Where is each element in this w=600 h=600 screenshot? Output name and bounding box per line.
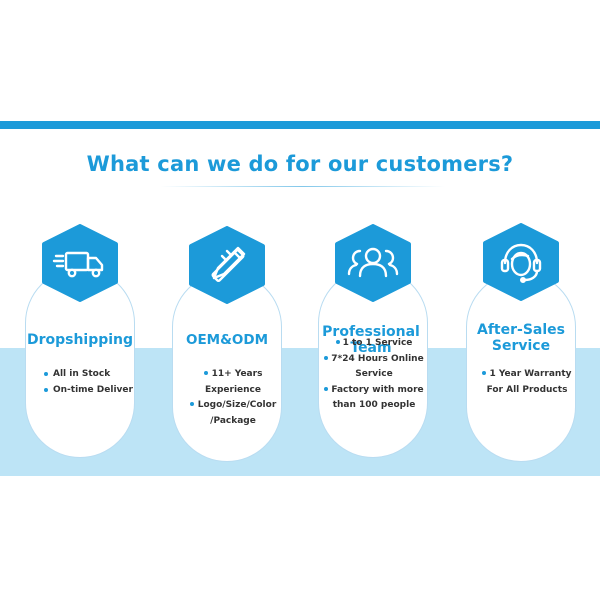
card-title-professional-team: Professional Team bbox=[322, 324, 420, 356]
top-accent-stripe bbox=[0, 121, 600, 129]
list-item: All in Stock bbox=[44, 367, 134, 383]
card-list-after-sales: 1 Year Warranty For All Products bbox=[477, 367, 577, 398]
bullet-icon bbox=[335, 340, 340, 344]
bullet-icon bbox=[482, 371, 487, 375]
card-list-oem-odm: 11+ Years Experience Logo/Size/Color /Pa… bbox=[188, 367, 278, 429]
truck-icon bbox=[40, 224, 120, 302]
list-item: 1 Year Warranty For All Products bbox=[477, 367, 577, 398]
card-list-professional-team: 1 to 1 Service 7*24 Hours Online Service… bbox=[320, 336, 428, 414]
bullet-icon bbox=[44, 387, 48, 392]
bullet-icon bbox=[324, 355, 329, 360]
pencil-ruler-icon bbox=[187, 226, 267, 304]
page-title: What can we do for our customers? bbox=[86, 152, 514, 176]
headset-agent-icon bbox=[481, 223, 561, 301]
team-icon bbox=[333, 224, 413, 302]
list-item: Logo/Size/Color /Package bbox=[188, 398, 278, 429]
list-item: 11+ Years Experience bbox=[203, 369, 263, 395]
list-item: Factory with more than 100 people bbox=[320, 383, 428, 414]
card-list-dropshipping: All in Stock On-time Deliver bbox=[44, 367, 134, 398]
bullet-icon bbox=[189, 402, 194, 406]
bullet-icon bbox=[44, 372, 48, 376]
list-item: On-time Deliver bbox=[44, 383, 134, 399]
service-card-after-sales bbox=[466, 272, 576, 462]
bullet-icon bbox=[324, 386, 329, 391]
title-underline bbox=[160, 186, 445, 187]
card-title-dropshipping: Dropshipping bbox=[26, 332, 134, 348]
card-title-after-sales: After-Sales Service bbox=[477, 322, 565, 354]
bullet-icon bbox=[203, 371, 208, 375]
list-item: 1 to 1 Service bbox=[320, 336, 428, 352]
list-item: 7*24 Hours Online Service bbox=[320, 352, 428, 383]
card-title-oem-odm: OEM&ODM bbox=[185, 332, 269, 348]
